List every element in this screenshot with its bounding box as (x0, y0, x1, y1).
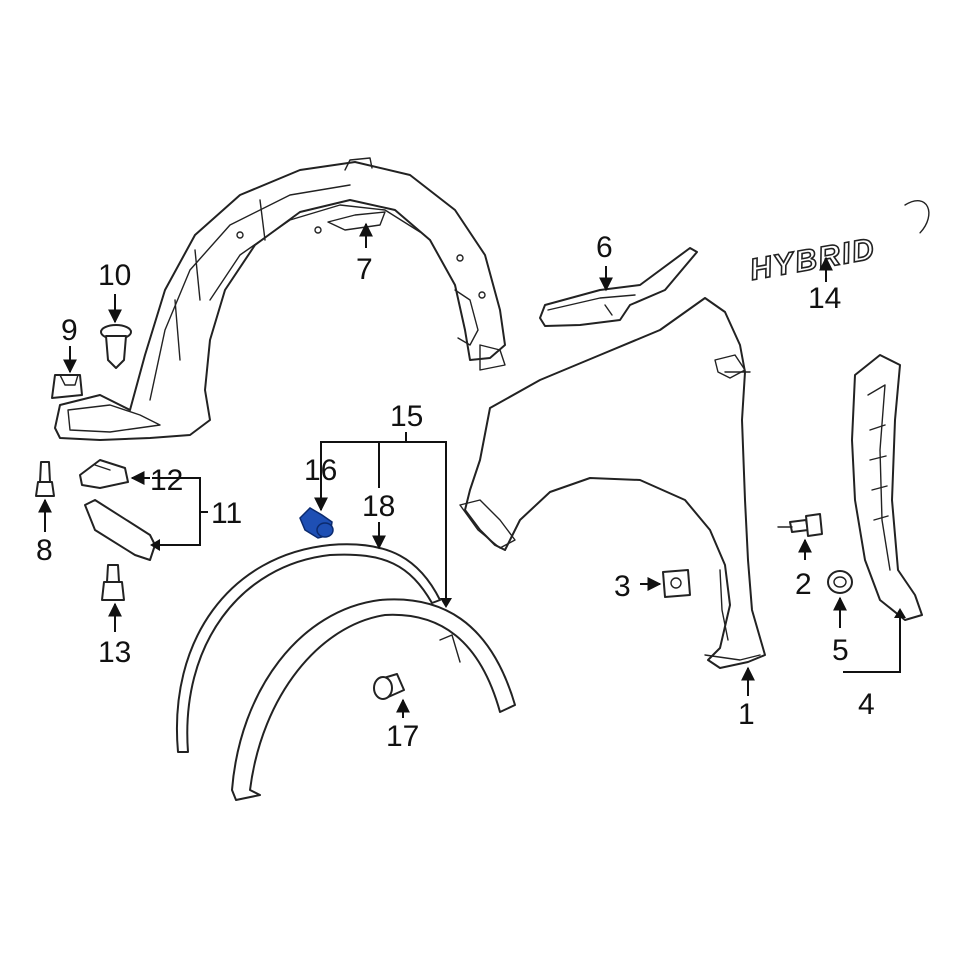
callout-6: 6 (596, 231, 613, 264)
callout-12: 12 (150, 464, 183, 497)
screw-8 (35, 461, 55, 497)
push-clip-10 (100, 324, 132, 369)
grommet (827, 570, 853, 594)
arch-molding-15 (231, 598, 516, 801)
callout-13: 13 (98, 636, 131, 669)
callout-5: 5 (832, 634, 849, 667)
callout-16: 16 (304, 454, 337, 487)
callout-4: 4 (858, 688, 875, 721)
fender-liner (54, 157, 506, 441)
clip-nut-9 (51, 374, 83, 399)
callout-11: 11 (211, 497, 242, 530)
bracket-11 (84, 499, 156, 561)
clip-16-highlighted (299, 507, 334, 539)
bolt (777, 513, 823, 537)
pillar-garnish (851, 354, 923, 621)
callout-3: 3 (614, 570, 631, 603)
hybrid-emblem: HYBRID (747, 199, 930, 288)
callout-8: 8 (36, 534, 53, 567)
screw-13 (101, 564, 125, 601)
callout-2: 2 (795, 568, 812, 601)
fender-seal (539, 247, 698, 327)
callout-14: 14 (808, 282, 841, 315)
clip-17 (373, 673, 405, 700)
callout-7: 7 (356, 253, 373, 286)
callout-15: 15 (390, 400, 423, 433)
callout-18: 18 (362, 490, 395, 523)
arch-molding-18 (175, 543, 441, 753)
callout-9: 9 (61, 314, 78, 347)
callout-17: 17 (386, 720, 419, 753)
emblem-text: HYBRID (747, 232, 878, 287)
front-fender (459, 297, 766, 669)
pad (662, 569, 691, 598)
callout-1: 1 (738, 698, 755, 731)
callout-numbers: 1 2 3 4 5 6 7 8 9 10 11 12 13 14 15 16 1… (36, 231, 875, 753)
callout-10: 10 (98, 259, 131, 292)
leader-lines (38, 222, 906, 718)
bracket-12 (79, 459, 129, 489)
